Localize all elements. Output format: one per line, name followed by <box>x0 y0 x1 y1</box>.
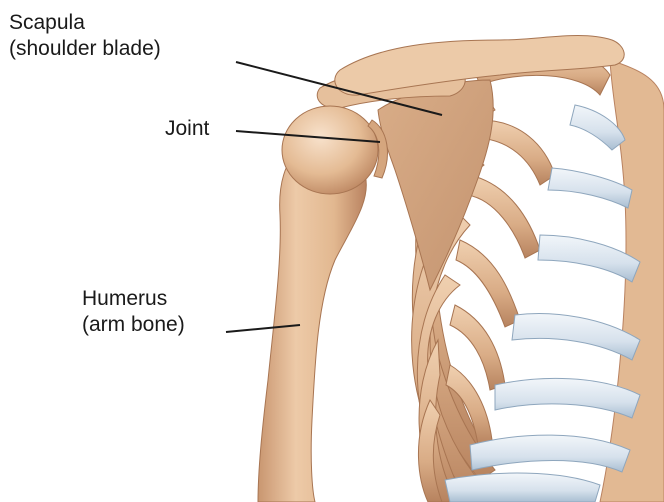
humerus <box>258 106 387 502</box>
joint-label: Joint <box>165 116 209 142</box>
humerus-label-line1: Humerus <box>82 286 185 312</box>
scapula-label: Scapula (shoulder blade) <box>9 10 161 62</box>
joint-label-line1: Joint <box>165 116 209 142</box>
humerus-label: Humerus (arm bone) <box>82 286 185 338</box>
scapula-label-line2: (shoulder blade) <box>9 36 161 62</box>
scapula-label-line1: Scapula <box>9 10 161 36</box>
humerus-label-line2: (arm bone) <box>82 312 185 338</box>
